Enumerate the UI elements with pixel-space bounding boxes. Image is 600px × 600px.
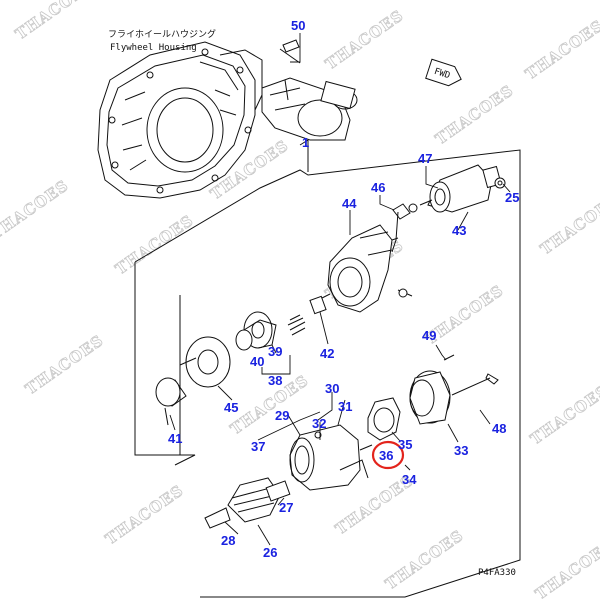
highlight-circle xyxy=(371,440,405,470)
armature-drawing xyxy=(204,477,291,529)
watermark: THACOES xyxy=(537,191,600,258)
housing-label-english: Flywheel Housing xyxy=(110,43,197,53)
fwd-label: FWD xyxy=(433,67,452,82)
watermark: THACOES xyxy=(322,6,407,73)
starter-assembly-drawing xyxy=(261,39,358,141)
watermark: THACOES xyxy=(432,81,517,148)
flywheel-housing-drawing xyxy=(97,41,263,199)
part-label[interactable]: 45 xyxy=(224,400,238,415)
part-label[interactable]: 35 xyxy=(398,437,412,452)
part-label[interactable]: 33 xyxy=(454,443,468,458)
part-label[interactable]: 40 xyxy=(250,354,264,369)
part-label[interactable]: 25 xyxy=(505,190,519,205)
part-label[interactable]: 50 xyxy=(291,18,305,33)
part-label[interactable]: 44 xyxy=(342,196,357,211)
part-label[interactable]: 28 xyxy=(221,533,235,548)
watermark: THACOES xyxy=(382,526,467,593)
part-label[interactable]: 29 xyxy=(275,408,289,423)
part-label[interactable]: 26 xyxy=(263,545,277,560)
part-label[interactable]: 46 xyxy=(371,180,385,195)
watermark: THACOES xyxy=(22,331,107,398)
solenoid-drawing xyxy=(391,164,506,253)
watermark: THACOES xyxy=(532,536,600,600)
part-label[interactable]: 38 xyxy=(268,373,282,388)
watermark: THACOES xyxy=(0,176,72,243)
part-label[interactable]: 47 xyxy=(418,151,432,166)
part-label[interactable]: 34 xyxy=(402,472,417,487)
yoke-drawing xyxy=(289,424,369,491)
part-label[interactable]: 32 xyxy=(312,416,326,431)
gear-housing-drawing xyxy=(327,224,413,313)
watermark: THACOES xyxy=(527,381,600,448)
part-number-labels: 50 1 47 46 25 44 43 39 40 42 38 49 45 30… xyxy=(168,18,519,560)
part-label[interactable]: 42 xyxy=(320,346,334,361)
part-label[interactable]: 39 xyxy=(268,344,282,359)
housing-label-japanese: フライホイールハウジング xyxy=(108,28,216,40)
watermark: THACOES xyxy=(112,211,197,278)
assembly-bracket-frame xyxy=(134,149,521,598)
end-frame-drawing xyxy=(409,354,499,425)
drive-gear-drawing xyxy=(235,293,331,351)
watermark: THACOES xyxy=(102,481,187,548)
watermark: THACOES xyxy=(12,0,97,43)
part-label[interactable]: 27 xyxy=(279,500,293,515)
part-label[interactable]: 36 xyxy=(379,448,393,463)
fwd-arrow-tag: FWD xyxy=(425,58,462,87)
part-label[interactable]: 41 xyxy=(168,431,182,446)
pinion-and-plate-drawing xyxy=(155,336,231,426)
part-label[interactable]: 37 xyxy=(251,439,265,454)
brush-holder-drawing xyxy=(359,397,401,451)
drawing-code: P4FA330 xyxy=(478,568,516,578)
part-label[interactable]: 31 xyxy=(338,399,352,414)
part-label[interactable]: 30 xyxy=(325,381,339,396)
part-label[interactable]: 48 xyxy=(492,421,506,436)
watermark: THACOES xyxy=(522,16,600,83)
part-label[interactable]: 49 xyxy=(422,328,436,343)
part-label[interactable]: 43 xyxy=(452,223,466,238)
part-label[interactable]: 1 xyxy=(302,135,309,150)
leader-lines xyxy=(169,33,511,546)
